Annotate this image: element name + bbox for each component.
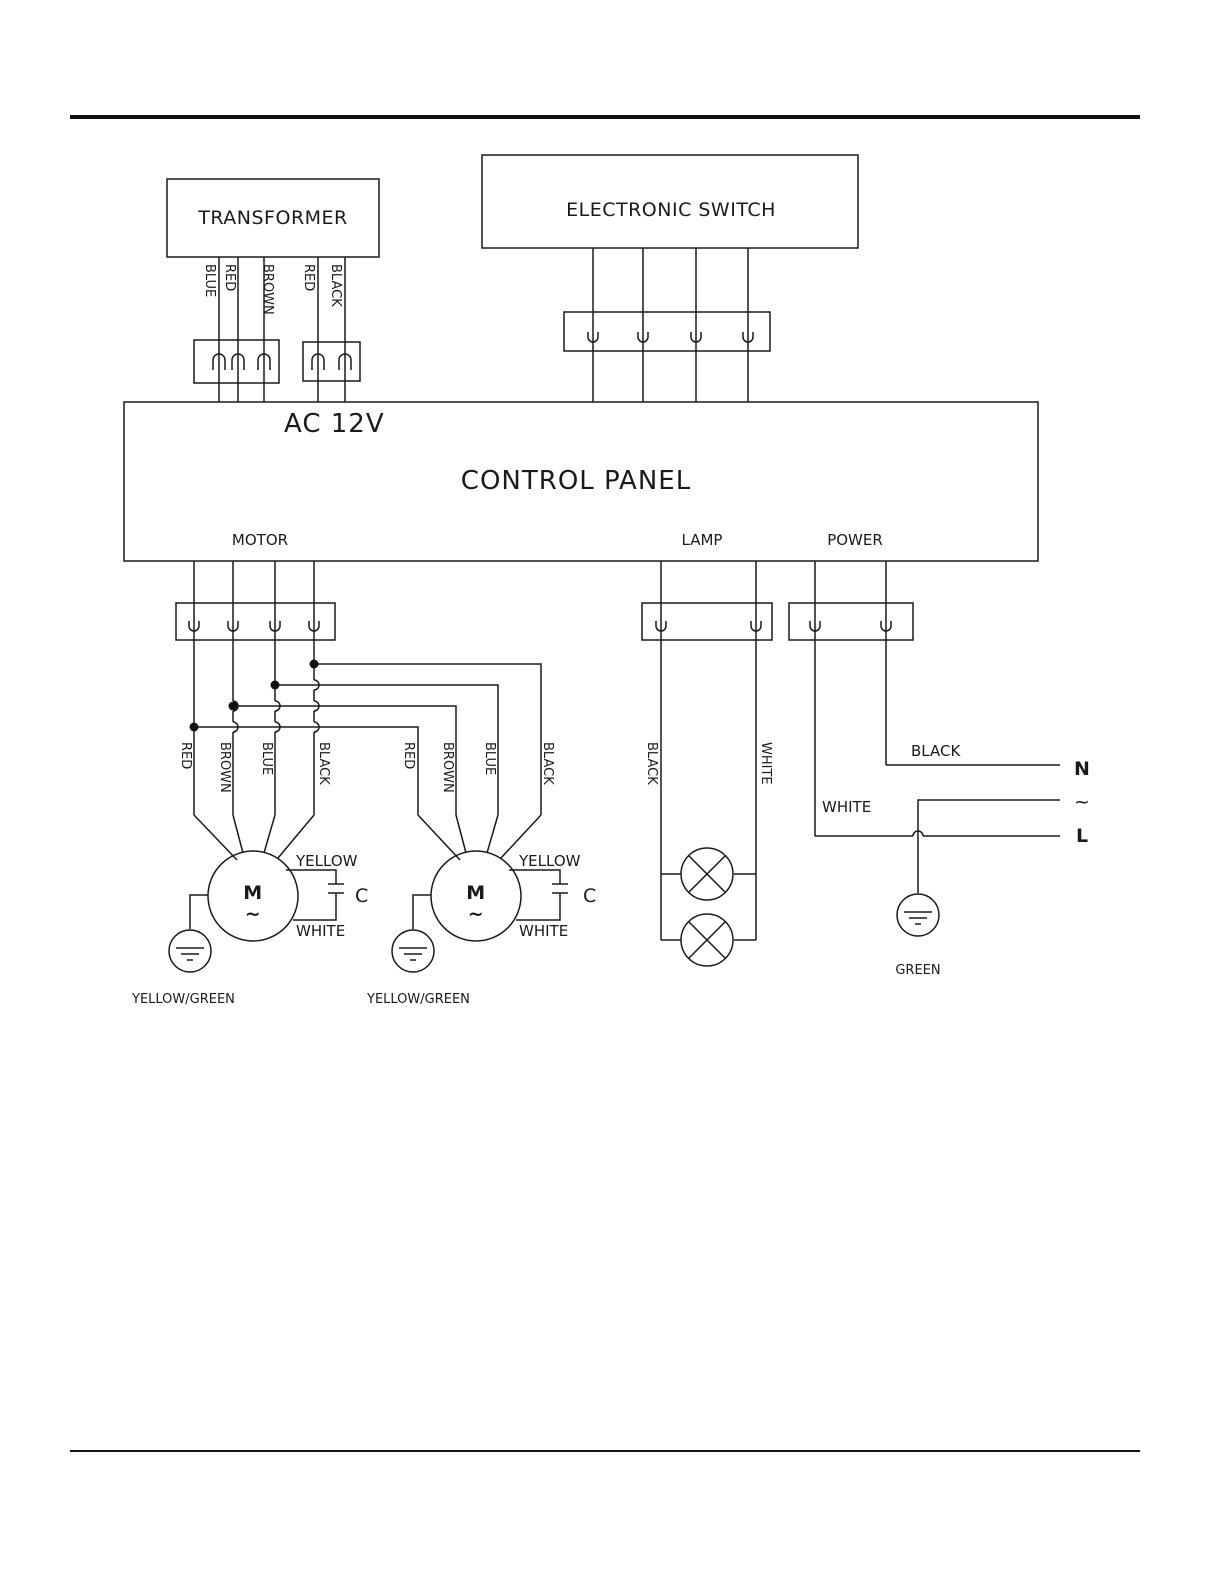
motor-wire-label: BLACK: [540, 742, 555, 785]
motor-right-white: WHITE: [519, 922, 568, 940]
control-panel-label: CONTROL PANEL: [461, 466, 691, 496]
lamp-bulb: [681, 914, 733, 966]
motor-left-capacitor: C: [355, 885, 369, 907]
power-port-label: POWER: [827, 531, 883, 549]
motor-port-label: MOTOR: [232, 531, 288, 549]
motor-right-tilde: ~: [468, 903, 484, 925]
motor-left-tilde: ~: [245, 903, 261, 925]
motor-wires: [194, 561, 541, 815]
motor-wire-label: BROWN: [440, 742, 455, 793]
motor-right-capacitor: C: [583, 885, 597, 907]
tilde-label: ~: [1074, 791, 1090, 813]
motor-wire-label: RED: [401, 742, 416, 769]
junction-dot: [271, 681, 280, 690]
lamp-wire-label: WHITE: [758, 742, 773, 785]
motor-wire-label: BLUE: [259, 742, 274, 775]
junction-dot: [190, 723, 199, 732]
transformer-wire-label: BROWN: [260, 264, 275, 315]
junction-dot: [229, 702, 238, 711]
motor-wire-label: RED: [178, 742, 193, 769]
lamp-port-label: LAMP: [682, 531, 723, 549]
lamp-wire-label: BLACK: [644, 742, 659, 785]
lamp-wires: [661, 561, 756, 940]
switch-connector: [564, 312, 770, 351]
motor-right-yellow: YELLOW: [518, 852, 581, 870]
transformer-wire-label: RED: [222, 264, 237, 291]
switch-wires: [593, 248, 748, 402]
electronic-switch-label: ELECTRONIC SWITCH: [566, 199, 776, 221]
motor-wire-label: BROWN: [217, 742, 232, 793]
power-white-label: WHITE: [822, 798, 871, 816]
transformer-wire-label: RED: [301, 264, 316, 291]
motor-right-ground: YELLOW/GREEN: [366, 992, 470, 1007]
motor-left-white: WHITE: [296, 922, 345, 940]
motor-wire-label: BLACK: [316, 742, 331, 785]
motor-connector: [176, 603, 335, 640]
live-terminal-label: L: [1076, 825, 1089, 847]
motor-left-yellow: YELLOW: [295, 852, 358, 870]
power-connector: [789, 603, 913, 640]
transformer-wire-label: BLACK: [328, 264, 343, 307]
transformer-wire-label: BLUE: [202, 264, 217, 297]
transformer-label: TRANSFORMER: [197, 207, 348, 229]
transformer-connector-a: [194, 340, 279, 383]
motor-left-symbol: M: [243, 882, 262, 904]
motor-left-ground: YELLOW/GREEN: [131, 992, 235, 1007]
power-black-label: BLACK: [911, 742, 961, 760]
junction-dot: [310, 660, 319, 669]
power-ground-label: GREEN: [895, 963, 940, 978]
ac-voltage-label: AC 12V: [284, 409, 385, 439]
neutral-terminal-label: N: [1074, 758, 1090, 780]
motor-wire-label: BLUE: [482, 742, 497, 775]
motor-right-symbol: M: [466, 882, 485, 904]
lamp-bulb: [681, 848, 733, 900]
